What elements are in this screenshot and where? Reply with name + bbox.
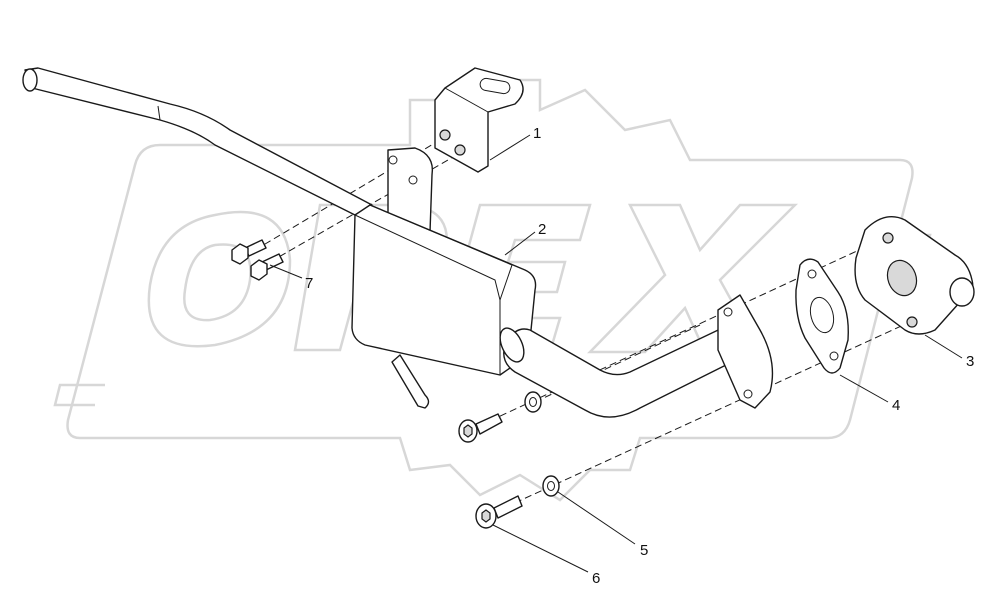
connector-fitting: [854, 216, 975, 335]
pipe-assembly: [22, 67, 774, 418]
pipe-flange-hole-upper: [723, 307, 733, 317]
container-tab-hole-top: [388, 155, 398, 165]
flange-bolts: [231, 239, 284, 281]
socket-bolt-upper-shank: [475, 413, 503, 435]
leader-line-1: [489, 134, 531, 161]
drain-stub: [391, 354, 430, 409]
callout-4: 4: [892, 397, 900, 414]
oil-container-front-edge: [354, 214, 501, 301]
leader-line-4: [839, 374, 889, 403]
washer-upper-hole: [529, 397, 537, 407]
leader-line-7: [269, 264, 303, 279]
connector-fitting-hole-top: [882, 232, 894, 244]
watermark-letter-x: [587, 203, 799, 354]
callout-7: 7: [305, 275, 313, 292]
pipe-flange-hole-lower: [743, 389, 753, 399]
washer-lower: [542, 475, 560, 497]
flange-bolt-upper: [231, 239, 267, 265]
leader-line-2: [504, 231, 536, 256]
socket-bolt-lower-hex-socket: [481, 509, 491, 523]
flange-bolt-upper-head: [231, 243, 249, 265]
connector-fitting-bore: [886, 259, 918, 297]
long-pipe: [24, 67, 373, 216]
washer-upper: [524, 391, 542, 413]
long-pipe-end-opening: [22, 68, 38, 92]
mounting-bracket-fold-line: [444, 87, 489, 113]
gasket-center-hole: [809, 296, 835, 334]
socket-bolt-lower-shank: [493, 495, 523, 519]
socket-bolt-upper-hex-socket: [463, 424, 473, 438]
container-tab-hole-bottom: [408, 175, 418, 185]
flange-bolt-lower: [250, 253, 284, 281]
socket-head-bolts: [458, 413, 523, 529]
gasket-body: [795, 258, 849, 374]
washer-lower-hole: [547, 481, 555, 491]
mounting-bracket-slot: [479, 77, 511, 95]
pipe-flange: [717, 294, 774, 409]
callout-6: 6: [592, 570, 600, 587]
connector-fitting-hole-bottom: [906, 316, 918, 328]
washers: [524, 391, 560, 497]
axis-line-washer-upper: [534, 324, 701, 403]
callout-3: 3: [966, 353, 974, 370]
flange-bolt-lower-head: [250, 259, 268, 281]
gasket-hole-top: [807, 269, 817, 279]
watermark-gear-outline: [66, 78, 914, 502]
socket-bolt-lower: [475, 495, 523, 529]
leader-line-3: [924, 334, 963, 359]
mounting-bracket-hole-left: [439, 129, 451, 141]
mounting-bracket-hole-right: [454, 144, 466, 156]
connector-fitting-spigot: [949, 277, 975, 307]
watermark-letter-o: [147, 210, 292, 348]
socket-bolt-upper: [458, 413, 503, 443]
callout-5: 5: [640, 542, 648, 559]
gasket: [795, 258, 849, 374]
gasket-hole-bottom: [829, 351, 839, 361]
long-pipe-bead: [157, 105, 161, 121]
outlet-pipe-end: [499, 327, 525, 363]
mounting-bracket-body: [434, 67, 524, 173]
leader-line-6: [492, 524, 589, 573]
mounting-bracket: [434, 67, 524, 173]
leader-line-5: [557, 491, 636, 545]
callout-labels: 1 2 3 4 5 6 7: [305, 125, 974, 587]
callout-1: 1: [533, 125, 541, 142]
leader-lines: [269, 134, 963, 573]
callout-2: 2: [538, 221, 546, 238]
